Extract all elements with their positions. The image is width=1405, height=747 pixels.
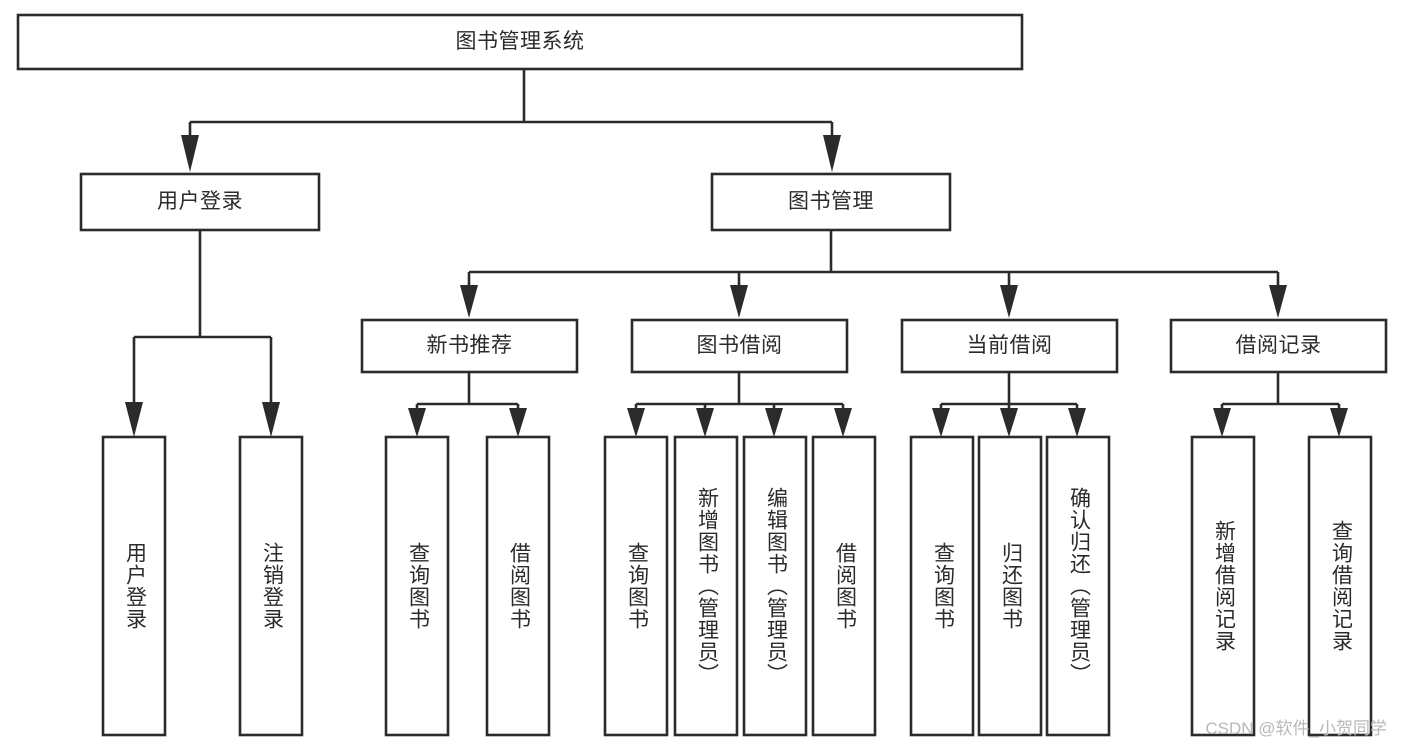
node-current-borrow-box[interactable] — [900, 318, 1119, 374]
arrowhead-br-leaf-2 — [1330, 408, 1348, 437]
node-borrow-record-box[interactable] — [1169, 318, 1388, 374]
node-root-box[interactable] — [16, 13, 1024, 71]
leaf-box-add-book[interactable] — [673, 435, 739, 737]
arrowhead-borrow-record — [1269, 285, 1287, 318]
leaf-box-add-record[interactable] — [1190, 435, 1256, 737]
arrowhead-cb-leaf-3 — [1068, 408, 1086, 437]
leaf-box-return-book[interactable] — [977, 435, 1043, 737]
leaf-box-query-record[interactable] — [1307, 435, 1373, 737]
node-user-login-box[interactable] — [79, 172, 321, 232]
node-new-book-recommend-box[interactable] — [360, 318, 579, 374]
arrowhead-nbr-leaf-1 — [408, 408, 426, 437]
arrowhead-bb-leaf-1 — [627, 408, 645, 437]
leaf-box-query-book-3[interactable] — [909, 435, 975, 737]
arrowhead-cb-leaf-2 — [1000, 408, 1018, 437]
leaf-box-edit-book[interactable] — [742, 435, 808, 737]
arrowhead-br-leaf-1 — [1213, 408, 1231, 437]
arrowhead-bb-leaf-2 — [696, 408, 714, 437]
arrowhead-book-management — [823, 135, 841, 172]
arrowhead-nbr-leaf-2 — [509, 408, 527, 437]
leaf-box-query-book-1[interactable] — [384, 435, 450, 737]
leaf-box-confirm-return[interactable] — [1045, 435, 1111, 737]
arrowhead-bb-leaf-3 — [765, 408, 783, 437]
leaf-box-logout[interactable] — [238, 435, 304, 737]
leaf-box-user-login[interactable] — [101, 435, 167, 737]
arrowhead-bb-leaf-4 — [834, 408, 852, 437]
leaf-box-query-book-2[interactable] — [603, 435, 669, 737]
arrowhead-leaf-logout — [262, 402, 280, 437]
arrowhead-leaf-user-login — [125, 402, 143, 437]
leaf-box-borrow-book-2[interactable] — [811, 435, 877, 737]
node-book-management-box[interactable] — [710, 172, 952, 232]
arrowhead-cb-leaf-1 — [932, 408, 950, 437]
arrowhead-user-login — [181, 135, 199, 172]
arrowhead-current-borrow — [1000, 285, 1018, 318]
arrowhead-book-borrow — [730, 285, 748, 318]
leaf-box-borrow-book-1[interactable] — [485, 435, 551, 737]
arrowhead-new-book-recommend — [460, 285, 478, 318]
node-book-borrow-box[interactable] — [630, 318, 849, 374]
